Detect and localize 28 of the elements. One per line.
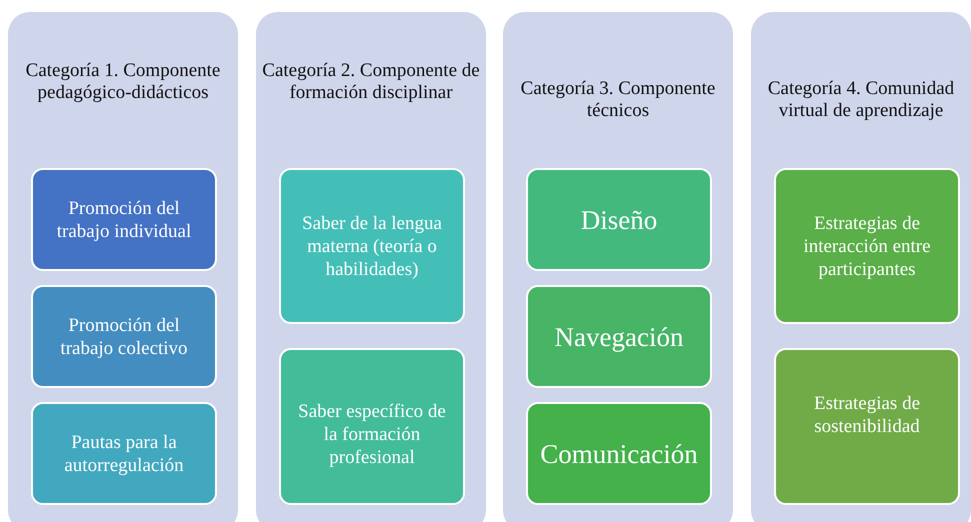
item-card	[31, 168, 217, 271]
category-panel	[503, 12, 733, 522]
category-heading: Categoría 2. Componente de formación disciplinar	[261, 60, 481, 104]
node-text: Pautas para la autorregulación	[63, 430, 185, 476]
node-text: Comunicación	[540, 438, 698, 470]
item-card	[526, 402, 712, 505]
item-card	[526, 168, 712, 271]
node-text: Estrategias de sostenibilidad	[812, 392, 922, 438]
item-card	[774, 348, 960, 505]
node-text: Promoción del trabajo individual	[56, 196, 192, 242]
node-text: Saber de la lengua materna (teoría o habilidades)	[301, 212, 443, 281]
item-card	[31, 402, 217, 505]
category-heading: Categoría 1. Componente pedagógico-didácticos	[24, 60, 222, 104]
category-heading: Categoría 4. Comunidad virtual de aprendizaje	[766, 78, 956, 122]
node-text: Navegación	[554, 320, 684, 352]
node-text: Saber específico de la formación profesional	[297, 400, 447, 469]
item-card	[279, 348, 465, 505]
category-panel	[256, 12, 486, 522]
node-text: Promoción del trabajo colectivo	[59, 314, 189, 360]
category-heading: Categoría 3. Componente técnicos	[520, 78, 716, 122]
node-text: Diseño	[580, 204, 658, 236]
category-panel	[8, 12, 238, 522]
item-card	[774, 168, 960, 324]
item-card	[526, 285, 712, 388]
category-panel	[751, 12, 971, 522]
item-card	[279, 168, 465, 324]
item-card	[31, 285, 217, 388]
node-text: Estrategias de interacción entre participantes	[802, 212, 932, 281]
